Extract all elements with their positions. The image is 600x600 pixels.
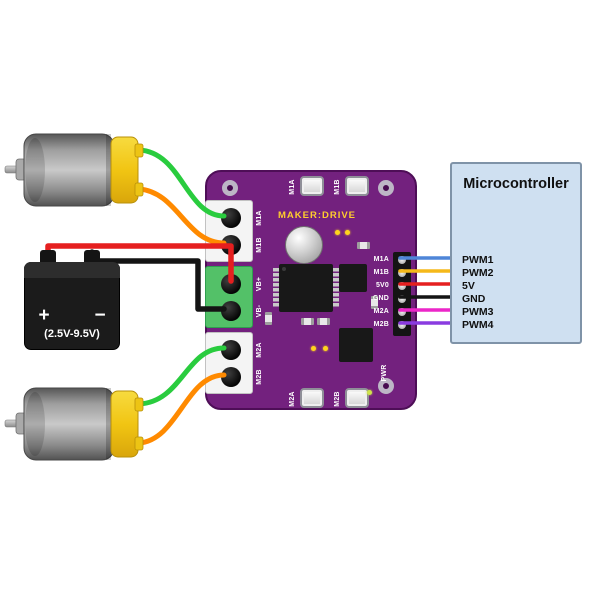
microcontroller-box: Microcontroller PWM1 PWM2 5V GND PWM3 PW… — [450, 162, 582, 344]
button-label-m2b: M2B — [334, 391, 341, 407]
header-pin-m1b — [398, 269, 406, 277]
test-button-m2b — [345, 388, 369, 408]
microcontroller-title: Microcontroller — [463, 176, 569, 192]
terminal-port-m1a — [221, 208, 241, 228]
header-pin-5v0 — [398, 282, 406, 290]
terminal-label-m1b: M1B — [256, 237, 263, 253]
test-button-m2a — [300, 388, 324, 408]
motor-terminal-b — [134, 182, 144, 197]
battery-minus-sign: − — [94, 305, 106, 326]
motor-seam — [106, 134, 111, 206]
terminal-label-m2b: M2B — [256, 369, 263, 385]
status-led — [311, 346, 316, 351]
mcu-pin-gnd: GND — [462, 293, 486, 305]
terminal-port-m2b — [221, 367, 241, 387]
terminal-label-m2a: M2A — [256, 342, 263, 358]
power-led — [367, 390, 372, 395]
signal-header — [393, 252, 411, 336]
dc-motor-2-graphic — [4, 387, 144, 461]
header-pin-gnd — [398, 295, 406, 303]
motor-can-shading — [25, 138, 45, 202]
dc-motor-1 — [4, 130, 144, 210]
mosfet-ic-1 — [339, 264, 367, 292]
mounting-hole — [378, 180, 394, 196]
ic-pins-left — [273, 268, 279, 308]
header-label-m1b: M1B — [373, 269, 389, 276]
header-label-5v0: 5V0 — [375, 282, 389, 289]
motor-endcap — [110, 136, 139, 204]
header-label-m1a: M1A — [373, 256, 389, 263]
header-pin-m2a — [398, 308, 406, 316]
board-brand-text: MAKER:DRIVE — [277, 210, 357, 221]
terminal-port-vb-plus — [221, 274, 241, 294]
mcu-pin-pwm4: PWM4 — [462, 319, 494, 331]
mcu-pin-pwm2: PWM2 — [462, 267, 494, 279]
terminal-port-m1b — [221, 235, 241, 255]
motor-endcap — [110, 390, 139, 458]
status-led — [323, 346, 328, 351]
electrolytic-capacitor — [285, 226, 323, 264]
header-pin-m2b — [398, 321, 406, 329]
mounting-hole — [378, 378, 394, 394]
motor-terminal-b — [134, 436, 144, 451]
ic-pin1-dot — [282, 267, 286, 271]
header-label-gnd: GND — [372, 295, 389, 302]
pwr-label: PWR — [381, 364, 388, 382]
mcu-pin-pwm3: PWM3 — [462, 306, 494, 318]
header-label-m2a: M2A — [373, 308, 389, 315]
battery-top-band — [24, 262, 120, 278]
test-button-m1a — [300, 176, 324, 196]
terminal-port-m2a — [221, 340, 241, 360]
smd-resistor — [357, 242, 370, 249]
button-label-m1b: M1B — [334, 179, 341, 195]
motor-can-shading — [25, 392, 45, 456]
mcu-pin-pwm1: PWM1 — [462, 254, 494, 266]
motor-seam — [106, 388, 111, 460]
status-led — [335, 230, 340, 235]
mounting-hole — [222, 180, 238, 196]
header-label-m2b: M2B — [373, 321, 389, 328]
dc-motor-1-graphic — [4, 133, 144, 207]
terminal-label-vb-minus: VB- — [256, 304, 263, 318]
driver-ic — [279, 264, 333, 312]
motor-terminal-a — [134, 143, 144, 158]
terminal-port-vb-minus — [221, 301, 241, 321]
battery-voltage-label: (2.5V-9.5V) — [44, 328, 100, 340]
motor-driver-board: M1A M1B VB+ VB- M2A M2B M1A M1B M2A M2B … — [205, 170, 417, 410]
smd-capacitor — [265, 312, 272, 325]
smd-resistor — [317, 318, 330, 325]
battery-plus-sign: + — [38, 305, 50, 326]
ic-pins-right — [333, 268, 339, 308]
mcu-pin-5v: 5V — [462, 280, 475, 292]
terminal-label-vb-plus: VB+ — [256, 276, 263, 292]
status-led — [345, 230, 350, 235]
button-label-m1a: M1A — [289, 179, 296, 195]
dc-motor-2 — [4, 384, 144, 464]
smd-resistor — [301, 318, 314, 325]
button-label-m2a: M2A — [289, 391, 296, 407]
test-button-m1b — [345, 176, 369, 196]
battery: + − (2.5V-9.5V) — [24, 250, 120, 350]
motor-terminal-a — [134, 397, 144, 412]
smd-capacitor — [371, 296, 378, 309]
header-pin-m1a — [398, 256, 406, 264]
mosfet-ic-2 — [339, 328, 373, 362]
